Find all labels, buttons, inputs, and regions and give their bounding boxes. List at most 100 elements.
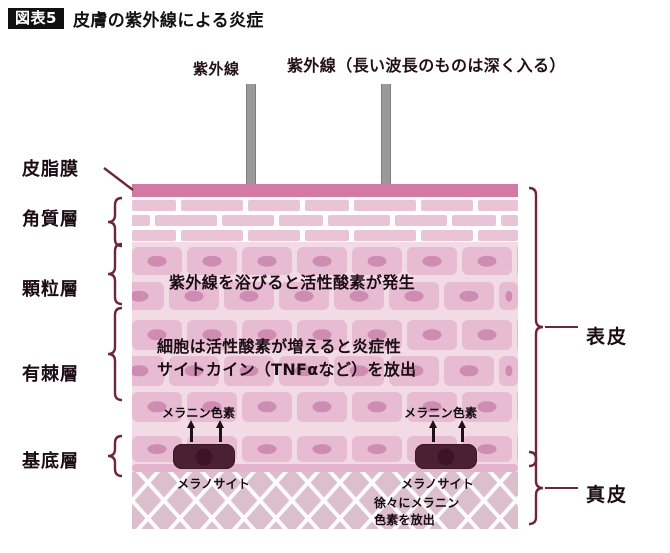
corneum-brick [132,215,150,226]
epidermal-cell [297,320,347,350]
epidermal-cell [224,282,274,310]
sidebar-label-spinous-layer: 有棘層 [22,364,79,385]
epidermal-cell [352,247,402,275]
corneum-brick [305,230,349,241]
epidermal-cell [297,392,347,422]
label-melanocyte-right: メラノサイト [401,477,474,491]
melanin-arrow-left-a-icon [187,420,196,442]
epidermal-cell [169,356,219,386]
epidermal-cell [407,392,457,422]
label-melanin-right: メラニン色素 [404,406,478,420]
epidermal-cell [462,392,512,422]
melanocyte-left [173,444,235,469]
corneum-brick [328,215,390,226]
text-ros-generation: 紫外線を浴びると活性酸素が発生 [169,273,416,292]
epidermal-cell [297,247,347,275]
epidermal-cell [132,320,182,350]
corneum-brick-row [132,230,518,241]
epidermal-cell [242,436,292,462]
melanin-arrow-right-a-icon [429,420,438,442]
epidermal-cell [242,392,292,422]
label-melanin-release-line2: 色素を放出 [374,512,436,527]
epidermal-cell [132,247,182,275]
corneum-brick [501,215,518,226]
uv-label-short-wavelength: 紫外線 [193,60,240,78]
melanocyte-right [415,444,477,469]
figure-title: 皮膚の紫外線による炎症 [72,11,264,31]
corneum-brick [478,230,518,241]
epidermal-cell [499,356,518,386]
corneum-brick [248,200,300,211]
epidermal-cell [444,356,494,386]
basal-membrane [132,464,518,472]
epidermal-cell [352,320,402,350]
epidermal-cell [132,282,164,310]
epidermal-cell [462,247,512,275]
label-melanin-left: メラニン色素 [162,406,236,420]
epidermal-cell [279,356,329,386]
epidermal-cell [242,247,292,275]
epidermal-cell [352,436,402,462]
label-melanin-release: 徐々にメラニン 色素を放出 [374,495,459,528]
corneum-brick [248,230,300,241]
layer-dermis [132,472,518,529]
epidermal-cell [389,282,439,310]
corneum-brick [421,230,473,241]
corneum-brick [132,200,176,211]
layer-spinous [132,316,518,434]
epidermal-cell [187,247,237,275]
dermis-mesh-pattern [132,472,518,529]
corneum-brick-row [132,200,518,211]
arrow-shaft [246,84,256,282]
corneum-brick [132,230,176,241]
label-melanin-release-line1: 徐々にメラニン [374,496,460,510]
corneum-brick-row [132,215,518,226]
text-cytokine-line2: サイトカイン（TNFαなど）を放出 [157,359,417,379]
epidermal-cell [517,392,518,422]
corneum-brick [181,230,243,241]
epidermal-cell [169,282,219,310]
epidermal-cell [407,247,457,275]
epidermal-cell [444,282,494,310]
epidermal-cell [242,320,292,350]
epidermal-cell [499,282,518,310]
sidebar-label-basal-layer: 基底層 [22,451,79,472]
layer-stratum-corneum [132,197,518,242]
corneum-brick [305,200,349,211]
epidermal-cell [132,356,164,386]
bracket-spinous-layer [107,306,123,402]
side-label-dermis: 真皮 [586,484,629,506]
corneum-brick [354,230,416,241]
figure-number-badge: 図表5 [8,7,64,30]
figure-header: 図表5 皮膚の紫外線による炎症 [8,6,264,31]
corneum-brick [421,200,473,211]
melanin-arrow-left-b-icon [216,420,225,442]
epidermal-cell [334,356,384,386]
epidermal-cell [462,320,512,350]
corneum-brick [478,200,518,211]
epidermal-cell [389,356,439,386]
sidebar-label-granular-layer: 顆粒層 [22,279,79,300]
layer-granular [132,242,518,316]
bracket-granular-layer [107,242,123,306]
uv-label-long-wavelength: 紫外線（長い波長のものは深く入る） [287,56,566,75]
epidermal-cell [334,282,384,310]
epidermal-cell [187,320,237,350]
epidermal-cell [517,247,518,275]
epidermal-cell [224,356,274,386]
epidermal-cell [517,436,518,462]
corneum-brick [354,200,416,211]
epidermal-cell [187,392,237,422]
label-melanocyte-left: メラノサイト [177,477,250,491]
layer-sebum-film [132,184,518,197]
bracket-basal-layer [107,434,123,478]
corneum-brick [395,215,447,226]
corneum-brick [181,200,243,211]
side-label-epidermis: 表皮 [586,326,629,348]
sebum-leader-line [103,167,134,191]
epidermal-cell [517,320,518,350]
epidermal-cell [407,320,457,350]
sidebar-label-sebum-film: 皮脂膜 [22,159,79,180]
bracket-epidermis [528,186,544,468]
